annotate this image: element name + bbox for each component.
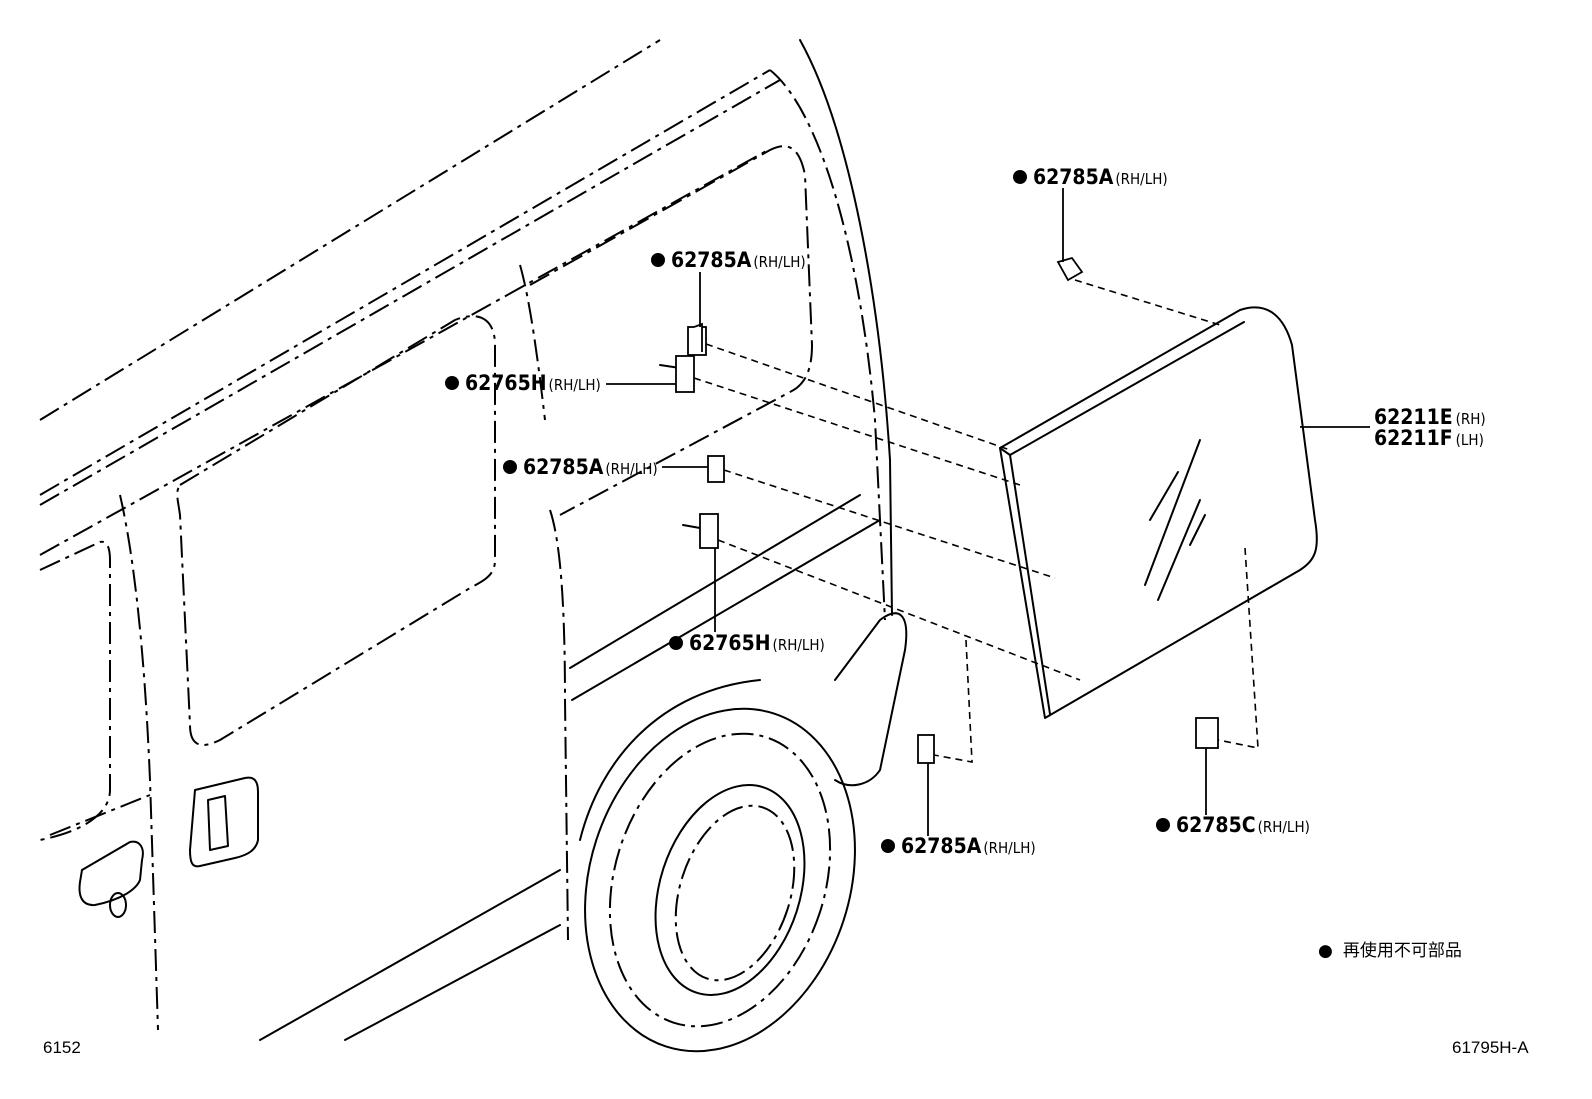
callout-corner-clip: 62785C(RH/LH) [1156, 813, 1310, 837]
legend-non-reusable: ●再使用不可部品 [1318, 940, 1462, 961]
clip-top [1056, 256, 1084, 282]
part-number: 62785A [1033, 165, 1114, 189]
callout-lower-pin: 62765H(RH/LH) [669, 631, 825, 655]
svg-text:62765H(RH/LH): 62765H(RH/LH) [689, 631, 825, 655]
svg-text:62211E(RH): 62211E(RH) [1374, 405, 1486, 429]
svg-text:62785A(RH/LH): 62785A(RH/LH) [671, 248, 806, 272]
svg-text:62785C(RH/LH): 62785C(RH/LH) [1176, 813, 1310, 837]
pin-lower [682, 513, 719, 549]
clip-middle [707, 455, 725, 483]
svg-text:62765H(RH/LH): 62765H(RH/LH) [465, 371, 601, 395]
svg-text:62211F(LH): 62211F(LH) [1374, 426, 1484, 450]
svg-text:62785A(RH/LH): 62785A(RH/LH) [523, 455, 658, 479]
rear-wheel [579, 679, 856, 1053]
bullet-icon: ● [1318, 941, 1333, 961]
svg-text:62785A(RH/LH): 62785A(RH/LH) [901, 834, 1036, 858]
clip-corner [1195, 717, 1219, 749]
callout-upper-clip: 62785A(RH/LH) [651, 248, 806, 272]
callout-bottom-clip: 62785A(RH/LH) [881, 834, 1036, 858]
footer-left-code: 6152 [43, 1038, 81, 1057]
callout-top-clip: 62785A(RH/LH) [1013, 165, 1168, 189]
assembly-lines [693, 279, 1259, 763]
svg-text:●再使用不可部品: ●再使用不可部品 [1318, 940, 1462, 961]
clip-upper [687, 322, 707, 356]
svg-text:62785A(RH/LH): 62785A(RH/LH) [1033, 165, 1168, 189]
pin-upper [659, 355, 695, 393]
callout-middle-clip: 62785A(RH/LH) [503, 455, 658, 479]
quarter-window-glass [999, 306, 1318, 719]
callout-upper-pin: 62765H(RH/LH) [445, 371, 601, 395]
leader-lines [606, 188, 1370, 836]
footer-right-code: 61795H-A [1452, 1038, 1529, 1057]
callout-glass: 62211E(RH) 62211F(LH) [1374, 405, 1486, 450]
vehicle-body-outline [39, 39, 908, 1041]
clip-bottom [917, 734, 935, 764]
